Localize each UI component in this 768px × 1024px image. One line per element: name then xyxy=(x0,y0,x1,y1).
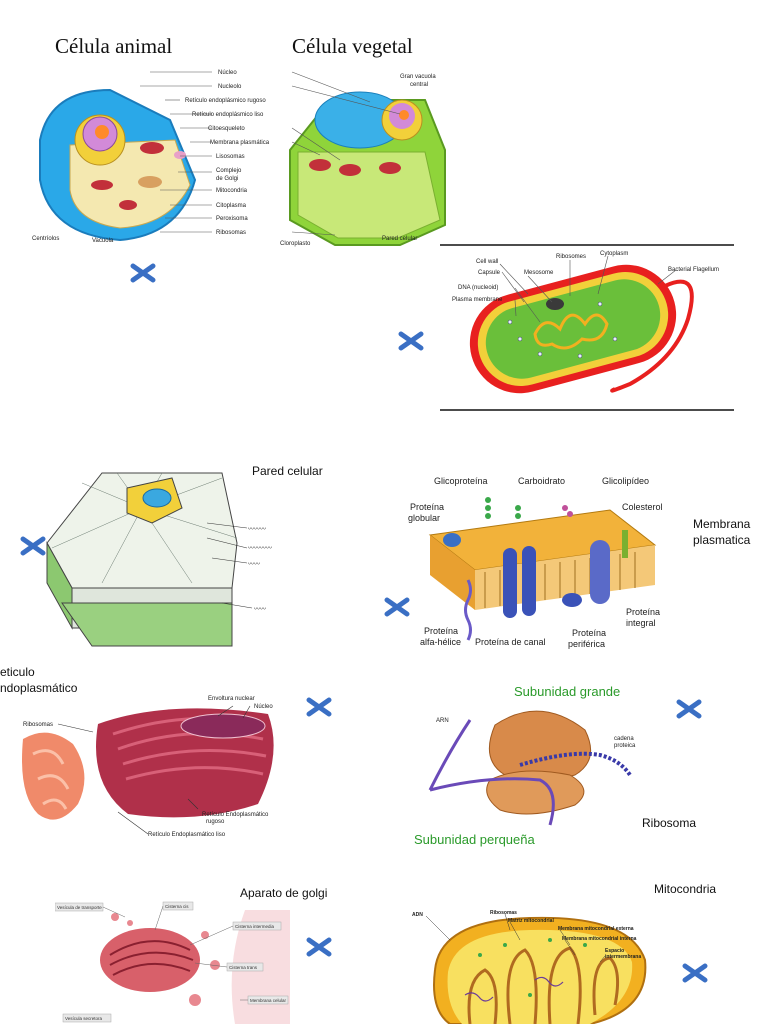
cross-mark-icon xyxy=(384,597,410,617)
label-nucleo: Núcleo xyxy=(218,70,237,76)
label-membrana-interna: Membrana mitocondrial interna xyxy=(562,936,637,942)
sketch-scribble-label: 〰〰 xyxy=(248,562,260,568)
cross-mark-icon xyxy=(398,331,424,351)
cross-mark-icon xyxy=(20,536,46,556)
golgi-apparatus-diagram: Vesícula de transporte Cisterna cis Cist… xyxy=(55,901,290,1024)
label-nucleo-re: Núcleo xyxy=(254,704,273,710)
label-glicolipideo: Glicolipídeo xyxy=(602,476,649,486)
label-ribosomas-re: Ribosomas xyxy=(23,722,53,728)
label-arn: ARN xyxy=(436,718,449,724)
label-proteina-integral-2: integral xyxy=(626,618,656,628)
label-glicoproteina: Glicoproteína xyxy=(434,476,488,486)
label-rer: Retículo endoplásmico rugoso xyxy=(185,98,266,104)
cell-wall-diagram: 〰〰〰 〰〰〰〰 〰〰 〰〰 xyxy=(46,472,272,647)
label-ribosomes: Ribosomes xyxy=(556,254,586,260)
label-membrana-externa: Membrana mitocondrial externa xyxy=(558,926,634,932)
label-capsule: Capsule xyxy=(478,270,501,276)
label-matriz: Matriz mitocondrial xyxy=(508,918,554,924)
label-centriolos: Centríolos xyxy=(32,236,59,242)
label-membrana-celular: Membrana celular xyxy=(250,998,287,1003)
label-envoltura-nuclear: Envoltura nuclear xyxy=(208,696,255,702)
label-vesicula-transporte: Vesícula de transporte xyxy=(57,905,102,910)
bacteria-diagram: Cell wall Capsule Mesosome Ribosomes Cyt… xyxy=(440,244,734,411)
label-alfa-helice-1: Proteína xyxy=(424,626,458,636)
label-plasma-membrane: Plasma membrane xyxy=(452,297,503,303)
reticulo-caption-line: ndoplasmático xyxy=(0,681,78,695)
label-mitocondria: Mitocondria xyxy=(216,188,248,194)
label-dna-nucleoid: DNA (nucleoid) xyxy=(458,285,498,291)
label-central: central xyxy=(410,82,428,88)
cross-mark-icon xyxy=(306,697,332,717)
membrana-caption: Membrana plasmatica xyxy=(693,516,750,548)
label-cloroplasto: Cloroplasto xyxy=(280,241,311,247)
label-nucleolo: Nucleolo xyxy=(218,84,242,90)
label-rer-1: Retículo Endoplasmático xyxy=(202,812,269,818)
label-bacterial-flagellum: Bacterial Flagellum xyxy=(668,267,719,273)
label-rel: Retículo endoplásmico liso xyxy=(192,112,264,118)
label-alfa-helice-2: alfa-hélice xyxy=(420,637,461,647)
label-cisterna-cis: Cisterna cis xyxy=(165,904,189,909)
label-vacuola: Vacuola xyxy=(92,238,114,244)
label-cytoplasm: Cytoplasm xyxy=(600,251,628,257)
sketch-scribble-label: 〰〰〰〰 xyxy=(248,546,272,552)
ribosome-diagram: Subunidad grande ARN cadena proteica Sub… xyxy=(414,684,636,847)
label-carboidrato: Carboidrato xyxy=(518,476,565,486)
label-rel-re: Retículo Endoplasmático liso xyxy=(148,832,226,838)
label-ribosomas: Ribosomas xyxy=(216,230,246,236)
label-complejo: Complejo xyxy=(216,168,242,174)
reticulo-caption-line: eticulo xyxy=(0,665,35,679)
plant-cell-title: Célula vegetal xyxy=(292,34,413,58)
golgi-caption: Aparato de golgi xyxy=(240,886,328,900)
animal-cell-title: Célula animal xyxy=(55,34,173,58)
pared-celular-caption: Pared celular xyxy=(252,464,323,478)
label-subunidad-pequena: Subunidad perqueña xyxy=(414,832,535,847)
label-espacio-2: intermembrana xyxy=(605,954,641,960)
label-citoplasma: Citoplasma xyxy=(216,203,247,209)
label-cisterna-intermedia: Cisterna intermedia xyxy=(235,924,275,929)
label-de-golgi: de Golgi xyxy=(216,176,238,182)
label-proteina-periferica-2: periférica xyxy=(568,639,605,649)
label-lisosomas: Lisosomas xyxy=(216,154,245,160)
label-cadena-1: cadena xyxy=(614,736,634,742)
label-proteina-canal: Proteína de canal xyxy=(475,637,546,647)
label-colesterol: Colesterol xyxy=(622,502,663,512)
label-proteina-globular-2: globular xyxy=(408,513,440,523)
label-proteina-periferica-1: Proteína xyxy=(572,628,606,638)
ribosoma-caption: Ribosoma xyxy=(642,816,697,830)
label-citoesqueleto: Citoesqueleto xyxy=(208,126,245,132)
label-rer-2: rugoso xyxy=(206,819,225,825)
sketch-scribble-label: 〰〰〰 xyxy=(248,527,266,533)
label-mesosome: Mesosome xyxy=(524,270,554,276)
membrana-caption-line: Membrana xyxy=(693,517,751,531)
animal-plant-cell-diagram: Núcleo Nucleolo Retículo endoplásmico ru… xyxy=(32,70,446,247)
cross-mark-icon xyxy=(130,263,156,283)
cross-mark-icon xyxy=(306,937,332,957)
label-membrana: Membrana plasmática xyxy=(210,140,270,146)
cross-mark-icon xyxy=(676,699,702,719)
label-gran-vacuola: Gran vacuola xyxy=(400,74,436,80)
endoplasmic-reticulum-diagram: Envoltura nuclear Núcleo Ribosomas Retíc… xyxy=(22,696,274,838)
mitochondria-diagram: ADN Ribosomas Matriz mitocondrial Membra… xyxy=(412,910,647,1024)
reticulo-caption: eticulo ndoplasmático xyxy=(0,664,77,696)
label-proteina-globular-1: Proteína xyxy=(410,502,444,512)
label-peroxisoma: Peroxisoma xyxy=(216,216,248,222)
sketch-scribble-label: 〰〰 xyxy=(254,607,266,613)
label-adn: ADN xyxy=(412,912,423,918)
label-pared-celular: Pared celular xyxy=(382,236,417,242)
plasma-membrane-diagram: Glicoproteína Carboidrato Glicolipídeo P… xyxy=(408,476,663,649)
mitocondria-caption: Mitocondria xyxy=(654,882,717,896)
label-ribosomas-mito: Ribosomas xyxy=(490,910,517,916)
label-cadena-2: proteica xyxy=(614,743,636,749)
label-subunidad-grande: Subunidad grande xyxy=(514,684,620,699)
label-cell-wall: Cell wall xyxy=(476,259,498,265)
membrana-caption-line: plasmatica xyxy=(693,533,751,547)
label-espacio-1: Espacio xyxy=(605,948,624,954)
label-cisterna-trans: Cisterna trans xyxy=(229,965,258,970)
label-vesicula-secretora: Vesícula secretora xyxy=(65,1016,103,1021)
cross-mark-icon xyxy=(682,963,708,983)
label-proteina-integral-1: Proteína xyxy=(626,607,660,617)
